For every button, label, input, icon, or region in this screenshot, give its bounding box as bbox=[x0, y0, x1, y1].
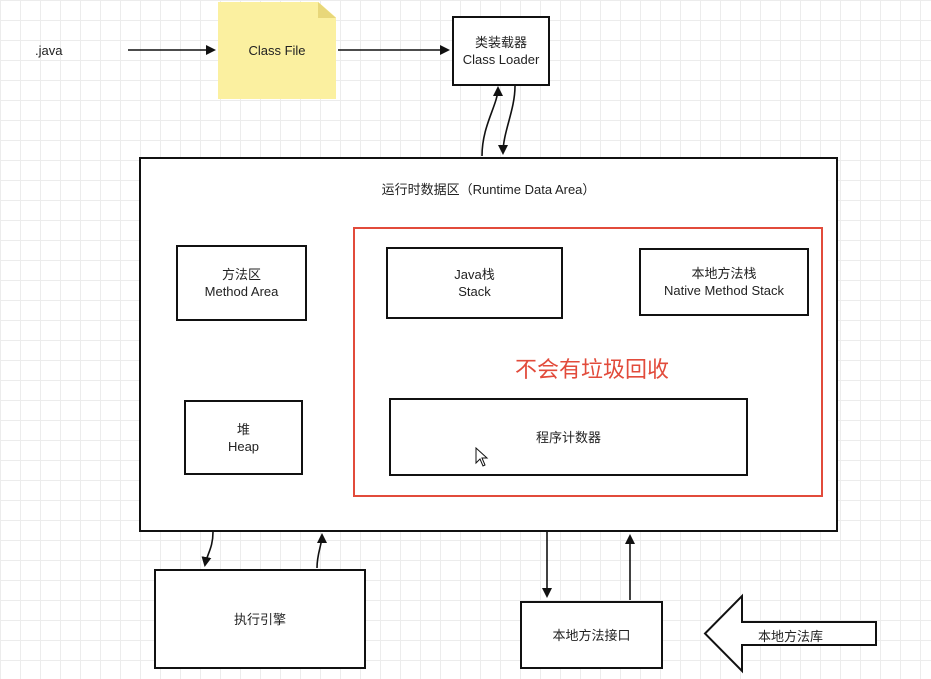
pc-register-box[interactable]: 程序计数器 bbox=[389, 398, 748, 476]
heap-cn: 堆 bbox=[236, 421, 250, 437]
execution-engine-label: 执行引擎 bbox=[233, 611, 286, 627]
native-interface-box[interactable]: 本地方法接口 bbox=[520, 601, 663, 669]
mouse-pointer-icon bbox=[475, 447, 489, 467]
runtime-data-area-title: 运行时数据区（Runtime Data Area） bbox=[381, 182, 596, 197]
native-library-label: 本地方法库 bbox=[758, 629, 824, 644]
arrow-runtime-to-loader bbox=[481, 86, 503, 157]
class-loader-cn: 类装载器 bbox=[474, 35, 527, 50]
java-source-label: .java bbox=[35, 43, 63, 58]
native-method-stack-cn: 本地方法栈 bbox=[691, 266, 757, 281]
pc-register-label: 程序计数器 bbox=[535, 429, 601, 445]
java-stack-en: Stack bbox=[458, 284, 491, 299]
arrow-loader-to-runtime bbox=[498, 85, 516, 155]
arrow-runtime-to-engine bbox=[201, 531, 214, 567]
heap-en: Heap bbox=[227, 438, 260, 454]
method-area-cn: 方法区 bbox=[221, 267, 261, 282]
heap-box[interactable]: 堆 Heap bbox=[184, 400, 303, 475]
arrow-engine-to-runtime bbox=[316, 533, 327, 569]
java-stack-box[interactable]: Java栈 Stack bbox=[386, 247, 563, 319]
native-method-stack-en: Native Method Stack bbox=[664, 283, 784, 298]
class-file-note[interactable]: Class File bbox=[218, 2, 336, 99]
class-loader-en: Class Loader bbox=[462, 52, 540, 67]
native-method-stack-box[interactable]: 本地方法栈 Native Method Stack bbox=[639, 248, 809, 316]
method-area-en: Method Area bbox=[204, 284, 279, 299]
no-gc-highlight-box bbox=[353, 227, 823, 497]
class-loader-box[interactable]: 类装载器 Class Loader bbox=[452, 16, 550, 86]
execution-engine-box[interactable]: 执行引擎 bbox=[154, 569, 366, 669]
class-file-label: Class File bbox=[248, 43, 306, 58]
method-area-box[interactable]: 方法区 Method Area bbox=[176, 245, 307, 321]
native-interface-label: 本地方法接口 bbox=[552, 627, 631, 643]
no-gc-note: 不会有垃圾回收 bbox=[515, 358, 670, 383]
java-stack-cn: Java栈 bbox=[454, 267, 495, 282]
